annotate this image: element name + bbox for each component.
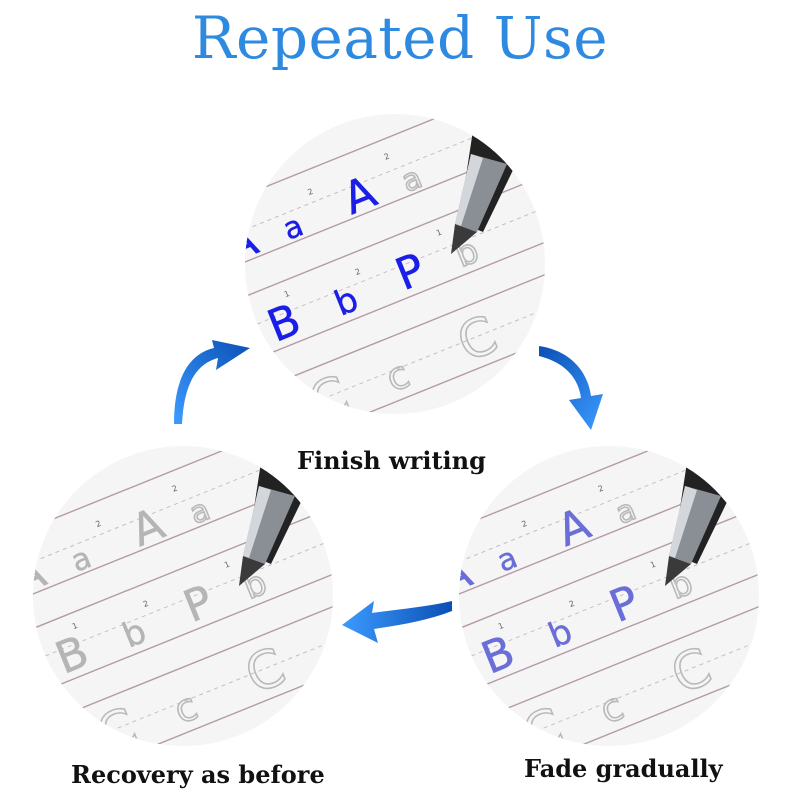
ruled-line bbox=[459, 446, 759, 572]
stroke-number: 2 bbox=[568, 599, 576, 609]
arrow-left-up-icon bbox=[174, 340, 250, 424]
caption-fade-gradually: Fade gradually bbox=[524, 754, 723, 783]
stroke-number: 2 bbox=[142, 599, 150, 609]
ruled-line bbox=[245, 295, 545, 414]
stroke-number: 1 bbox=[435, 228, 443, 238]
stroke-number: 2 bbox=[94, 519, 102, 529]
page-title: Repeated Use bbox=[191, 4, 609, 72]
stroke-number: 1 bbox=[649, 560, 657, 570]
stroke-number: 2 bbox=[354, 267, 362, 277]
stroke-number: 1 bbox=[223, 560, 231, 570]
ruled-line bbox=[33, 446, 333, 572]
ruled-line bbox=[459, 627, 759, 746]
stroke-number: 2 bbox=[520, 519, 528, 529]
stroke-number: 2 bbox=[171, 484, 179, 494]
ruled-line bbox=[245, 114, 545, 240]
stroke-number: 2 bbox=[383, 152, 391, 162]
stroke-number: 2 bbox=[597, 484, 605, 494]
caption-finish-writing: Finish writing bbox=[297, 446, 486, 475]
stroke-number: 2 bbox=[245, 206, 251, 216]
stroke-number: 2 bbox=[33, 538, 39, 548]
stroke-number: 2 bbox=[459, 538, 465, 548]
stroke-number: 1 bbox=[497, 621, 505, 631]
stroke-number: 1 bbox=[283, 289, 291, 299]
stroke-number: 2 bbox=[306, 187, 314, 197]
stroke-number: 1 bbox=[71, 621, 79, 631]
arrow-right-down-icon bbox=[539, 346, 603, 430]
arrow-left-icon bbox=[342, 601, 452, 643]
caption-recovery-as-before: Recovery as before bbox=[71, 760, 325, 789]
ruled-line bbox=[33, 627, 333, 746]
